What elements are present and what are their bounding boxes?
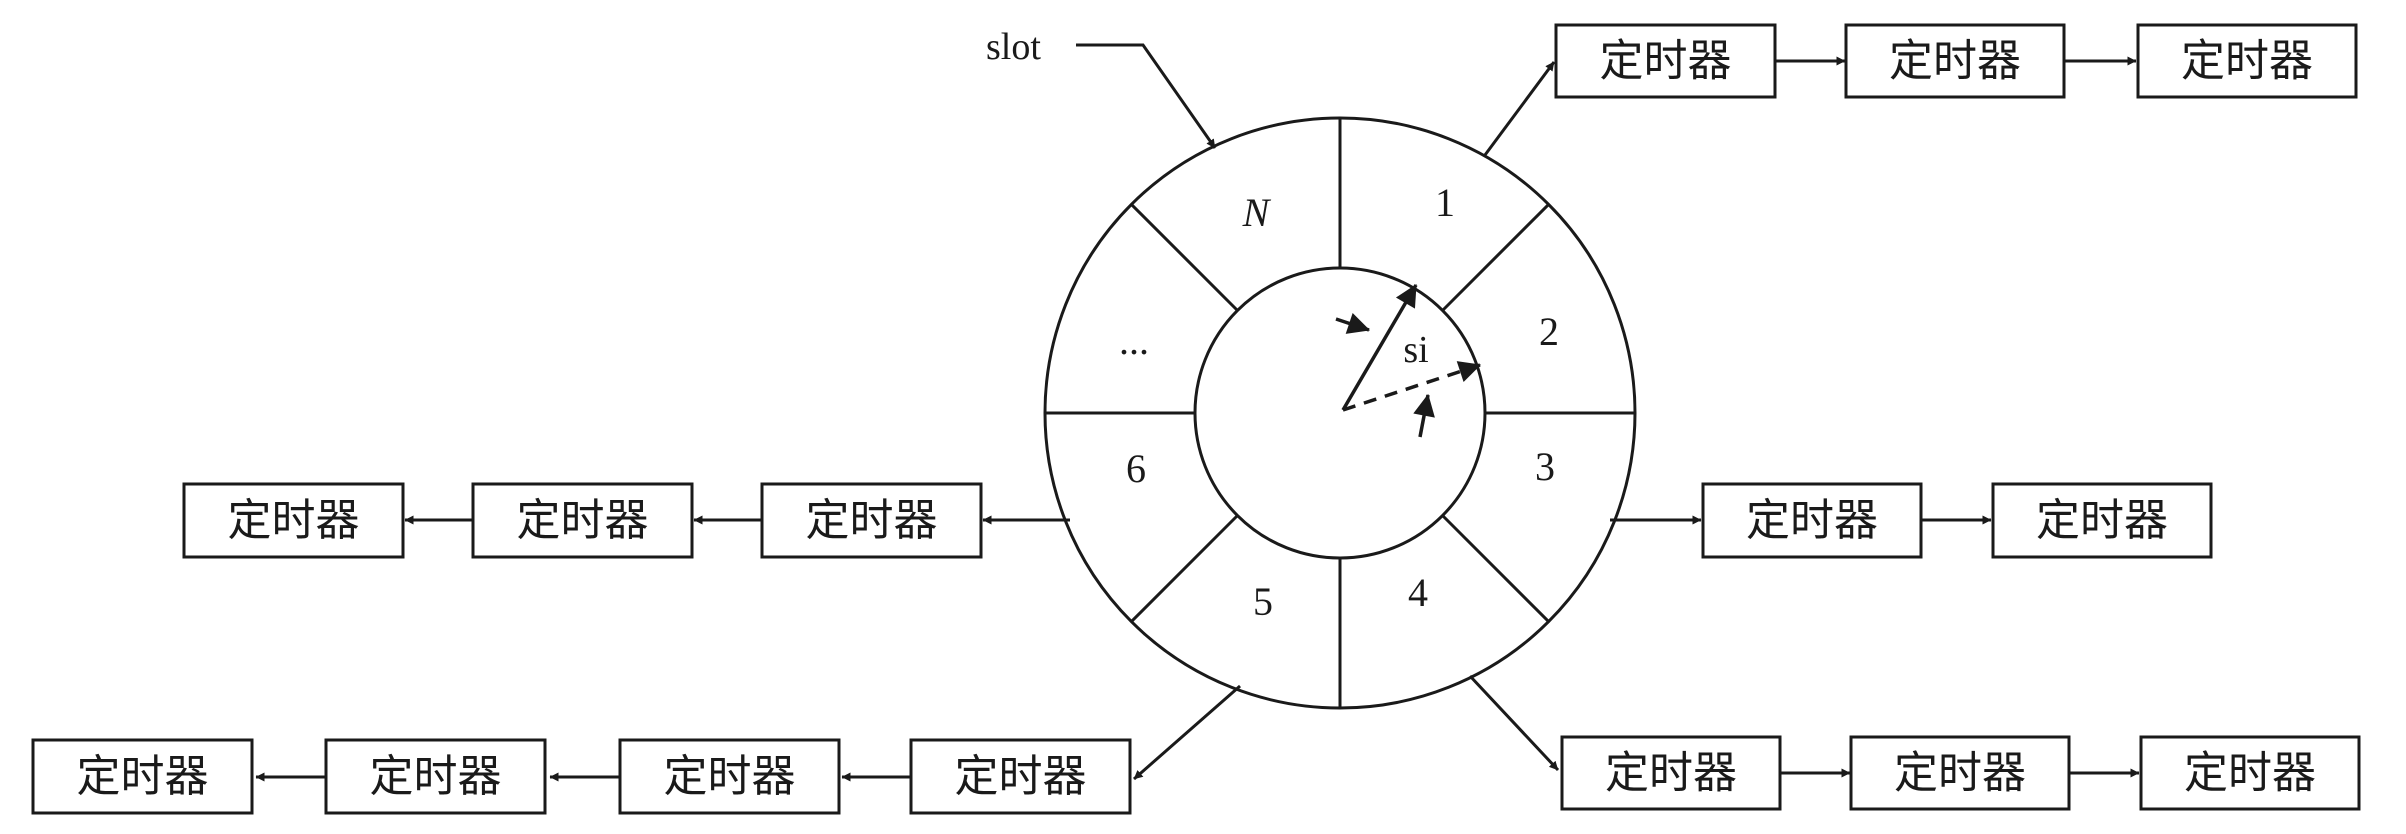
timer-label: 定时器 — [370, 752, 502, 801]
hand-rotation-tick-lower — [1413, 393, 1435, 438]
slot-label-2: 2 — [1539, 309, 1559, 354]
slot-label-4: 4 — [1408, 570, 1428, 615]
timer-node: 定时器 — [760, 482, 983, 559]
timer-node: 定时器 — [1701, 482, 1923, 559]
timer-box — [1844, 23, 2066, 99]
slot-callout: slot — [986, 26, 1217, 149]
timer-node: 定时器 — [471, 482, 694, 559]
slot-label-n: N — [1242, 190, 1272, 235]
slot-label-5: 5 — [1253, 579, 1273, 624]
slot-label-ellipsis: ... — [1119, 318, 1149, 363]
timer-label: 定时器 — [806, 496, 938, 545]
timer-node: 定时器 — [1554, 23, 1777, 99]
timer-box — [2136, 23, 2358, 99]
hand-next-arrow — [1342, 361, 1482, 412]
hand-label-si: si — [1403, 329, 1428, 371]
timer-box — [1849, 735, 2071, 811]
chain-link-arrow — [1133, 684, 1241, 781]
wheel-hand: si — [1335, 284, 1482, 438]
timer-node: 定时器 — [182, 482, 405, 559]
timer-label: 定时器 — [2181, 37, 2313, 86]
timer-label: 定时器 — [1889, 37, 2021, 86]
timer-label: 定时器 — [2036, 496, 2168, 545]
timer-box — [1701, 482, 1923, 559]
slot-label-3: 3 — [1535, 444, 1555, 489]
timer-node: 定时器 — [1849, 735, 2071, 811]
wheel-inner-ring — [1193, 266, 1487, 560]
timing-wheel: N 1 2 3 4 5 6 ... — [1043, 116, 1637, 710]
chain-link-arrow — [1483, 61, 1556, 156]
timer-box — [182, 482, 405, 559]
slot-label-6: 6 — [1126, 446, 1146, 491]
timer-node: 定时器 — [909, 738, 1132, 815]
timer-label: 定时器 — [664, 752, 796, 801]
timer-node: 定时器 — [1844, 23, 2066, 99]
timer-label: 定时器 — [1746, 496, 1878, 545]
timer-node: 定时器 — [1991, 482, 2213, 559]
timer-box — [31, 738, 254, 815]
timer-box — [1991, 482, 2213, 559]
timer-label: 定时器 — [77, 752, 209, 801]
timer-chain-slot-4: 定时器 定时器 定时器 — [1468, 674, 2361, 811]
timer-label: 定时器 — [1894, 749, 2026, 798]
timer-node: 定时器 — [2136, 23, 2358, 99]
timer-label: 定时器 — [2184, 749, 2316, 798]
timer-box — [2139, 735, 2361, 811]
chain-link-arrow — [1468, 674, 1560, 772]
timer-label: 定时器 — [228, 496, 360, 545]
timer-label: 定时器 — [1600, 37, 1732, 86]
timer-label: 定时器 — [517, 496, 649, 545]
timer-label: 定时器 — [1605, 749, 1737, 798]
slot-callout-label: slot — [986, 26, 1041, 68]
timer-node: 定时器 — [1560, 735, 1782, 811]
hand-current-arrow — [1341, 284, 1418, 411]
timer-node: 定时器 — [618, 738, 841, 815]
timer-node: 定时器 — [2139, 735, 2361, 811]
slot-label-1: 1 — [1435, 180, 1455, 225]
hand-rotation-tick-upper — [1335, 312, 1371, 334]
timer-chain-slot-3: 定时器 定时器 — [1610, 482, 2213, 559]
slot-callout-arrow — [1076, 43, 1217, 149]
timer-node: 定时器 — [31, 738, 254, 815]
timer-chain-slot-1: 定时器 定时器 定时器 — [1483, 23, 2358, 156]
timer-node: 定时器 — [324, 738, 547, 815]
timer-box — [909, 738, 1132, 815]
timer-box — [1554, 23, 1777, 99]
timer-chain-slot-5: 定时器 定时器 定时器 定时器 — [31, 684, 1241, 815]
timer-label: 定时器 — [955, 752, 1087, 801]
timer-chain-slot-6: 定时器 定时器 定时器 — [182, 482, 1070, 559]
slot-dividers — [1045, 118, 1635, 708]
